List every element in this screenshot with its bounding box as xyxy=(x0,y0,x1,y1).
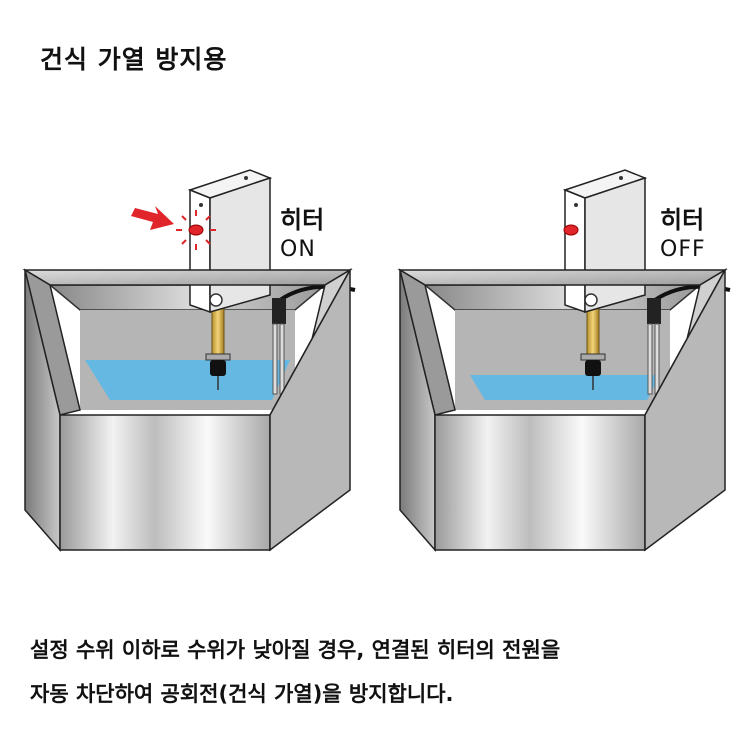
heater-word: 히터 xyxy=(280,206,325,234)
arrow-right-icon xyxy=(131,206,174,230)
heater-on-label: 히터 ON xyxy=(280,205,324,265)
caption-line-1: 설정 수위 이하로 수위가 낮아질 경우, 연결된 히터의 전원을 xyxy=(30,638,561,662)
tank-illustration-on xyxy=(22,169,356,552)
tank-illustration-off xyxy=(397,169,731,552)
scene-heater-off xyxy=(385,150,745,570)
water-surface-low xyxy=(470,375,660,400)
heater-state-on: ON xyxy=(280,237,316,262)
caption-line-2: 자동 차단하여 공회전(건식 가열)을 방지합니다. xyxy=(30,682,454,706)
heater-off-label: 히터 OFF xyxy=(660,205,706,265)
indicator-lamp-icon xyxy=(188,224,204,236)
scene-heater-on xyxy=(10,150,370,570)
page-title: 건식 가열 방지용 xyxy=(40,45,228,74)
heater-word: 히터 xyxy=(660,206,705,234)
heater-state-off: OFF xyxy=(660,237,706,262)
water-surface xyxy=(85,360,290,400)
indicator-lamp-icon xyxy=(563,224,579,236)
